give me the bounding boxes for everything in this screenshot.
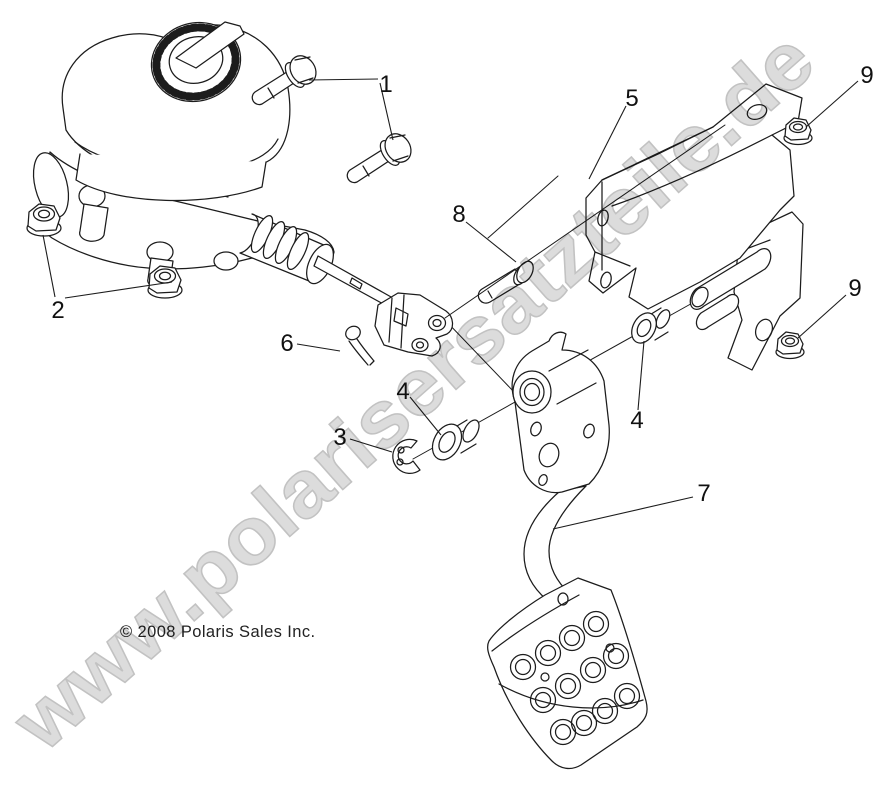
callout-2-label: 2 (51, 297, 64, 324)
callout-8-label: 8 (452, 201, 465, 228)
callout-5-leader (588, 105, 627, 180)
mounting-bolt-a (251, 55, 317, 106)
callout-1-label: 1 (379, 71, 392, 98)
e-clip (392, 438, 421, 475)
callout-4-right-leader (637, 340, 645, 411)
flange-nut-9b (775, 331, 805, 360)
callout-6-label: 6 (280, 330, 293, 357)
bushing-right (631, 307, 671, 344)
callout-4-right-label: 4 (630, 407, 643, 434)
pedal-arm-hole (557, 592, 569, 606)
bracket-to-clevis-centerline (444, 124, 726, 319)
pivot-sleeve (695, 293, 740, 331)
brake-pedal (511, 331, 610, 607)
copyright-notice: © 2008 Polaris Sales Inc. (120, 623, 316, 641)
callout-2-leader (42, 234, 173, 299)
pivot-shaft (689, 248, 772, 310)
callout-9-bottom-label: 9 (848, 275, 861, 302)
callout-7-leader (552, 496, 694, 530)
callout-leader-lines (42, 78, 859, 530)
clevis (374, 292, 454, 357)
clevis-pin (477, 260, 534, 304)
callout-8-leader (465, 221, 517, 263)
callout-3-leader (349, 438, 393, 453)
callout-5-label: 5 (625, 85, 638, 112)
callout-labels: 1 2 3 4 4 5 6 7 8 9 9 (51, 62, 873, 507)
callout-7-label: 7 (697, 480, 710, 507)
callout-9-bottom-leader (797, 294, 847, 339)
pedal-hub (512, 370, 552, 414)
flange-nut-2b (147, 265, 183, 299)
pedal-grip-holes (509, 610, 641, 746)
callout-9-top-label: 9 (860, 62, 873, 89)
callout-3-label: 3 (333, 424, 346, 451)
bushing-left (431, 419, 480, 461)
callout-1-leader (308, 78, 394, 141)
cotter-pin (345, 325, 375, 366)
piston-and-push-rod (239, 213, 401, 312)
cap-lever (175, 21, 245, 69)
callout-6-leader (296, 343, 341, 352)
pedal-pad (487, 577, 648, 770)
mounting-bolt-b (346, 133, 412, 184)
callout-9-top-leader (805, 80, 859, 128)
callout-4-left-label: 4 (396, 378, 409, 405)
reservoir-cap (150, 21, 245, 103)
flange-nut-2a (26, 203, 62, 237)
callout-4-left-leader (409, 396, 442, 436)
